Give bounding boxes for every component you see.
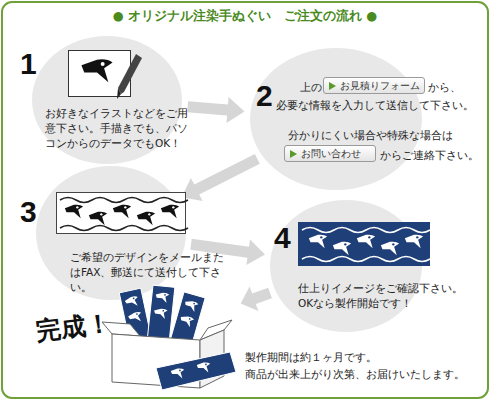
step-text: 上の [300,80,322,95]
bird-motif [183,299,199,312]
bird-motif [81,59,112,82]
button-label: お問い合わせ [301,146,361,161]
wave-line [60,198,188,203]
button-label: お見積りフォーム [340,78,420,93]
bird-motif [381,242,399,256]
step-number: 2 [256,80,273,112]
bird-motif [171,368,184,378]
bird-motif [333,242,351,256]
sketch-illustration [66,48,146,104]
step-number: 1 [20,48,37,80]
note-text: 商品が出来上がり次第、お届けいたします。 [245,367,465,382]
flow-arrow [187,97,244,123]
tenugui-lying [156,352,236,390]
flow-arrow [182,154,260,201]
bird-motif [65,205,83,219]
finished-preview [298,222,430,266]
bird-motif [113,205,131,219]
bird-motif [137,212,155,226]
play-icon [289,150,297,158]
bird-motif [124,296,139,309]
link-button: お見積りフォーム [323,77,425,94]
step-number: 4 [274,222,291,254]
completion-heading: 完成！ [34,309,112,346]
bird-motif [405,235,423,249]
bird-motif [309,235,327,249]
step-text: 仕上りイメージをご確認下さい。OKなら製作開始です！ [298,281,464,311]
note-text: 製作期間は約１ヶ月です。 [245,350,377,365]
play-triangle [329,82,336,90]
bird-motif [153,308,167,319]
step-circle: 4仕上りイメージをご確認下さい。OKなら製作開始です！ [270,200,422,332]
step-text: から、 [428,80,461,95]
play-triangle [290,150,297,158]
tenugui-navy [156,352,236,390]
bird-motif [155,292,169,303]
design-sheet [56,192,186,234]
wave-line [60,226,188,231]
play-icon [328,82,336,90]
tenugui-pack [147,285,175,343]
tenugui-navy [147,285,175,343]
step-text: ご希望のデザインをメールまたはFAX、郵送にて送付して下さい。 [70,250,232,295]
shipping-box [100,284,245,394]
step-text: 分かりにくい場合や特殊な場合は [288,128,453,143]
bird-motif [128,311,143,324]
wave-line [302,228,430,233]
wave-line [302,257,430,262]
link-button: お問い合わせ [284,145,376,162]
step-text: からご連絡下さい。 [380,148,479,163]
bird-motif [89,212,107,226]
step-text: 必要な情報を入力して送信して下さい。 [276,98,474,113]
bird-motif [161,205,179,219]
step-number: 3 [20,196,37,228]
step-text: お好きなイラストなどをご用意下さい。手描きでも、パソコンからのデータでもOK！ [45,106,195,151]
step-circle: 2上のから、必要な情報を入力して送信して下さい。分かりにくい場合や特殊な場合はか… [250,48,422,190]
bird-motif [357,235,375,249]
tenugui-navy [298,222,430,266]
title-heading: ● オリジナル注染手ぬぐい ご注文の流れ ● [0,8,490,24]
bird-motif [197,362,210,372]
flow-arrow [241,287,272,312]
bird-motif [179,315,195,328]
